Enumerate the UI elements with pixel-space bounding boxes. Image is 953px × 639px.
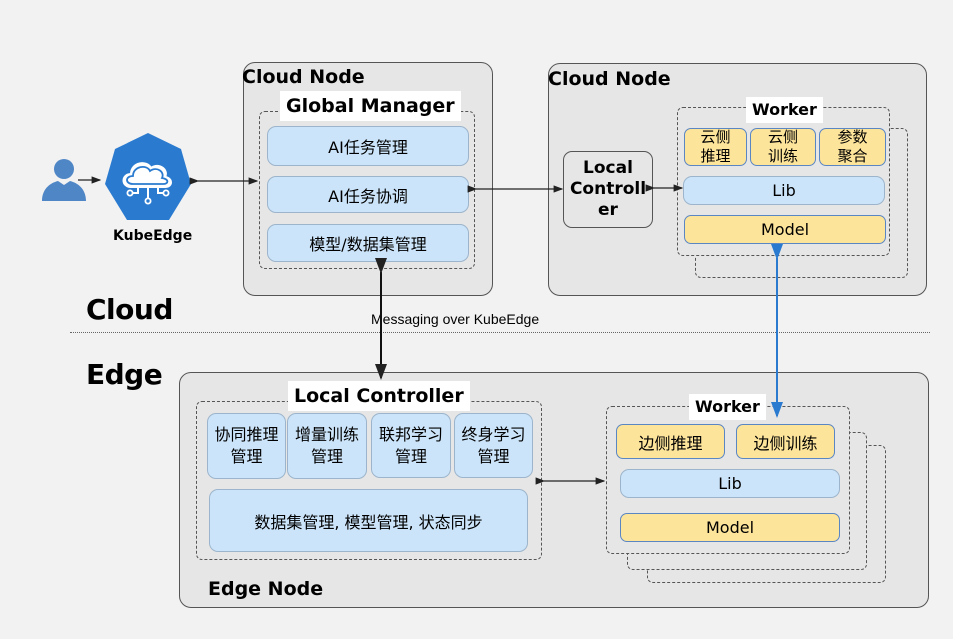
module-line: 管理	[310, 447, 343, 466]
edge-worker-task: 边侧推理	[616, 424, 725, 459]
cloud-node-global-title: Cloud Node	[242, 66, 365, 88]
task-line: 聚合	[837, 147, 868, 165]
edge-node-title: Edge Node	[208, 578, 324, 600]
cloud-worker-task: 云侧 推理	[684, 128, 747, 166]
edge-lc-module: 增量训练 管理	[287, 413, 367, 479]
edge-worker-task: 边侧训练	[736, 424, 835, 459]
edge-worker-lib: Lib	[620, 469, 840, 498]
cloud-local-controller-line: Local	[583, 158, 633, 178]
edge-worker-model: Model	[620, 513, 840, 542]
cloud-edge-divider	[70, 332, 930, 333]
task-line: 云侧	[700, 128, 731, 146]
edge-lc-module: 协同推理 管理	[207, 413, 286, 479]
cloud-worker-task: 参数 聚合	[819, 128, 886, 166]
kubeedge-logo	[103, 132, 193, 224]
module-line: 管理	[230, 447, 263, 466]
user-icon	[40, 155, 88, 203]
module-line: 增量训练	[294, 425, 359, 444]
cloud-local-controller: Local Controll er	[563, 151, 653, 228]
module-line: 终身学习	[461, 424, 526, 444]
global-manager-title: Global Manager	[280, 91, 461, 121]
module-line: 管理	[477, 446, 510, 466]
task-line: 云侧	[767, 128, 798, 146]
global-manager-item: AI任务协调	[267, 176, 469, 213]
cloud-local-controller-line: Controll	[569, 179, 647, 199]
edge-lc-module: 终身学习 管理	[454, 413, 533, 478]
cloud-worker-model: Model	[684, 215, 886, 244]
task-line: 训练	[767, 147, 798, 165]
edge-lc-module: 联邦学习 管理	[371, 413, 451, 478]
global-manager-item: 模型/数据集管理	[267, 224, 469, 262]
task-line: 推理	[700, 147, 731, 165]
kubeedge-label: KubeEdge	[113, 228, 193, 244]
global-manager-item: AI任务管理	[267, 126, 469, 166]
cloud-worker-task: 云侧 训练	[750, 128, 816, 166]
cloud-local-controller-line: er	[598, 200, 618, 220]
cloud-worker-title: Worker	[746, 97, 823, 123]
module-line: 协同推理	[214, 425, 279, 444]
cloud-worker-lib: Lib	[683, 176, 885, 205]
edge-worker-title: Worker	[689, 394, 766, 420]
region-label-edge: Edge	[86, 358, 163, 391]
task-line: 参数	[837, 128, 868, 146]
edge-lc-shared: 数据集管理, 模型管理, 状态同步	[209, 489, 528, 552]
kubeedge-cloud-icon	[105, 133, 191, 220]
module-line: 联邦学习	[378, 424, 443, 444]
edge-local-controller-title: Local Controller	[288, 381, 470, 411]
module-line: 管理	[394, 446, 427, 466]
messaging-label: Messaging over KubeEdge	[371, 311, 540, 327]
cloud-node-worker-title: Cloud Node	[548, 68, 671, 90]
region-label-cloud: Cloud	[86, 293, 173, 326]
